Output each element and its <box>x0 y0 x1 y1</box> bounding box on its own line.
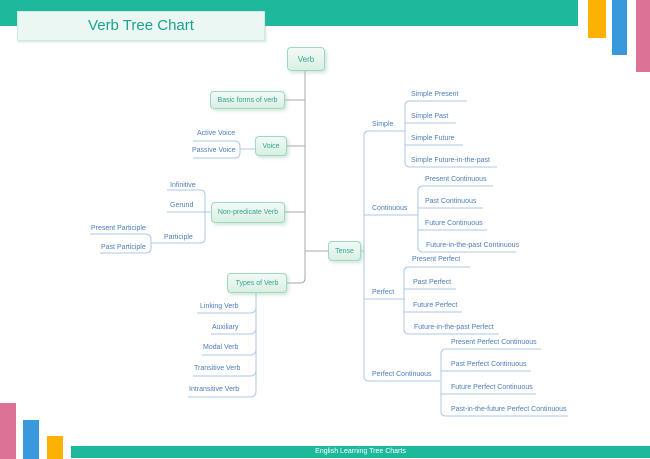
leaf-linking-verb: Linking Verb <box>200 303 239 310</box>
leaf-present-participle: Present Participle <box>91 225 146 232</box>
leaf-past-perfect: Past Perfect <box>413 279 452 286</box>
leaf-modal-verb: Modal Verb <box>203 344 239 351</box>
node-basic-forms: Basic forms of verb <box>210 91 285 109</box>
leaf-perfect: Perfect <box>372 289 395 296</box>
node-tense: Tense <box>328 241 361 261</box>
leaf-perfect-continuous: Perfect Continuous <box>372 371 432 378</box>
leaf-future-in-the-past-continuous: Future-in-the-past Continuous <box>426 242 519 249</box>
decor-bar-pink-top <box>636 0 650 72</box>
leaf-present-perfect-continuous: Present Perfect Continuous <box>451 339 537 346</box>
leaf-past-participle: Past Participle <box>101 244 146 251</box>
leaf-continuous: Continuous <box>372 205 408 212</box>
leaf-passive-voice: Passive Voice <box>192 147 236 154</box>
node-non-predicate: Non-predicate Verb <box>211 202 285 223</box>
leaf-transitive-verb: Transitive Verb <box>194 365 241 372</box>
leaf-simple-future: Simple Future <box>411 135 455 142</box>
leaf-intransitive-verb: Intransitive Verb <box>189 386 240 393</box>
leaf-past-perfect-continuous: Past Perfect Continuous <box>451 361 527 368</box>
node-verb: Verb <box>287 47 325 71</box>
leaf-present-perfect: Present Perfect <box>412 256 461 263</box>
leaf-future-in-the-past-perfect: Future-in-the-past Perfect <box>414 324 494 331</box>
leaf-infinitive: Infinitive <box>170 182 196 189</box>
node-voice: Voice <box>255 136 287 156</box>
leaf-simple: Simple <box>372 121 394 128</box>
leaf-future-continuous: Future Continuous <box>425 220 483 227</box>
leaf-gerund: Gerund <box>170 202 194 209</box>
decor-bar-orange-bottom <box>47 436 63 459</box>
leaf-active-voice: Active Voice <box>197 130 236 137</box>
decor-bar-blue-top <box>612 0 627 55</box>
leaf-past-in-the-future-perfect-continuous: Past-in-the-future Perfect Continuous <box>451 406 567 413</box>
leaf-future-perfect: Future Perfect <box>413 302 458 309</box>
leaf-simple-past: Simple Past <box>411 113 449 120</box>
page-title: Verb Tree Chart <box>17 11 265 41</box>
leaf-past-continuous: Past Continuous <box>425 198 477 205</box>
footer-banner: English Learning Tree Charts <box>71 446 650 458</box>
leaf-participle: Participle <box>164 234 193 241</box>
leaf-future-perfect-continuous: Future Perfect Continuous <box>451 384 533 391</box>
decor-bar-pink-bottom <box>0 403 16 459</box>
leaf-auxiliary: Auxiliary <box>212 324 239 331</box>
leaf-present-continuous: Present Continuous <box>425 176 487 183</box>
leaf-simple-present: Simple Present <box>411 91 459 98</box>
leaf-simple-future-in-the-past: Simple Future-in-the-past <box>411 157 490 164</box>
decor-bar-blue-bottom <box>23 420 39 459</box>
node-types-of-verb: Types of Verb <box>227 273 287 293</box>
decor-bar-orange-top <box>588 0 606 38</box>
